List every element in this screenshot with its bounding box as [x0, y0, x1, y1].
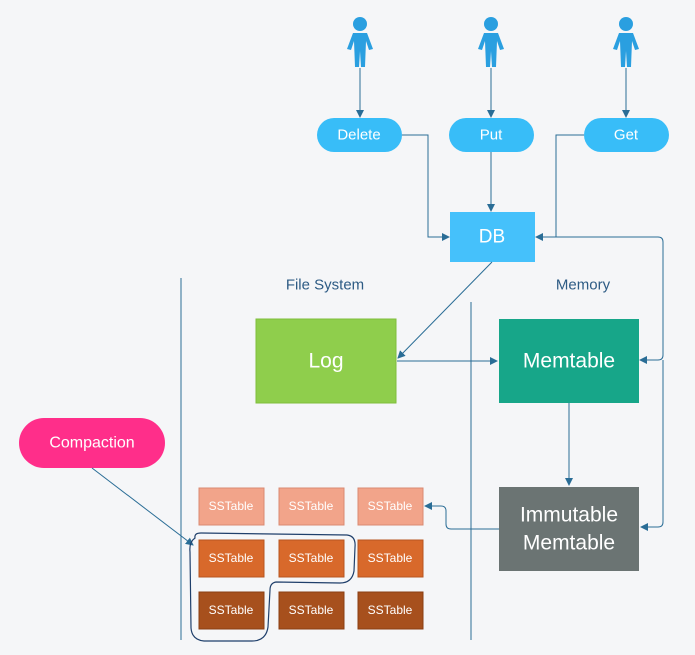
db-label: DB: [479, 227, 505, 248]
get-label: Get: [614, 127, 639, 144]
arrow-get-to-db: [535, 134, 584, 241]
put-label: Put: [480, 127, 503, 144]
arrow-db-to-log: [397, 261, 493, 359]
sstable-r2-c0[interactable]: SSTable: [198, 591, 265, 630]
immutable-memtable-line1: Immutable: [520, 504, 618, 527]
user-icon-get: [613, 17, 639, 67]
sstable-label: SSTable: [368, 603, 413, 617]
sstable-r0-c2[interactable]: SSTable: [357, 487, 424, 526]
put-node[interactable]: Put: [449, 118, 534, 152]
sstable-label: SSTable: [368, 551, 413, 565]
sstable-r2-c1[interactable]: SSTable: [278, 591, 345, 630]
compaction-label: Compaction: [49, 435, 134, 452]
immutable-memtable-node[interactable]: Immutable Memtable: [499, 487, 639, 571]
memtable-node[interactable]: Memtable: [499, 319, 639, 403]
immutable-memtable-line2: Memtable: [523, 532, 615, 555]
sstable-r0-c1[interactable]: SSTable: [278, 487, 345, 526]
sstable-label: SSTable: [368, 499, 413, 513]
sstable-label: SSTable: [289, 603, 334, 617]
delete-label: Delete: [337, 127, 380, 144]
db-node[interactable]: DB: [450, 212, 535, 262]
user-icon-delete: [347, 17, 373, 67]
arrow-db-to-immutable: [640, 360, 664, 531]
sstable-r1-c2[interactable]: SSTable: [357, 539, 424, 578]
sstable-label: SSTable: [209, 603, 254, 617]
sstable-r1-c1[interactable]: SSTable: [278, 539, 345, 578]
user-icon-put: [478, 17, 504, 67]
memory-label: Memory: [556, 277, 611, 294]
compaction-node[interactable]: Compaction: [19, 418, 165, 468]
file-system-label: File System: [286, 277, 364, 294]
arrow-compaction-to-sstables: [91, 467, 194, 546]
sstable-r1-c0[interactable]: SSTable: [198, 539, 265, 578]
arrow-db-to-memtable: [536, 236, 664, 361]
sstable-label: SSTable: [209, 499, 254, 513]
memtable-label: Memtable: [523, 350, 615, 373]
sstable-r2-c2[interactable]: SSTable: [357, 591, 424, 630]
log-node[interactable]: Log: [255, 318, 397, 404]
compaction-selection-outline: [189, 532, 356, 642]
log-label: Log: [308, 350, 343, 373]
sstable-label: SSTable: [209, 551, 254, 565]
arrow-delete-to-db: [402, 134, 450, 241]
delete-node[interactable]: Delete: [317, 118, 402, 152]
sstable-r0-c0[interactable]: SSTable: [198, 487, 265, 526]
arrow-immutable-to-sstable: [424, 502, 499, 530]
sstable-label: SSTable: [289, 551, 334, 565]
sstable-grid: SSTable SSTable SSTable SSTable SSTable: [198, 487, 424, 630]
sstable-label: SSTable: [289, 499, 334, 513]
get-node[interactable]: Get: [584, 118, 669, 152]
